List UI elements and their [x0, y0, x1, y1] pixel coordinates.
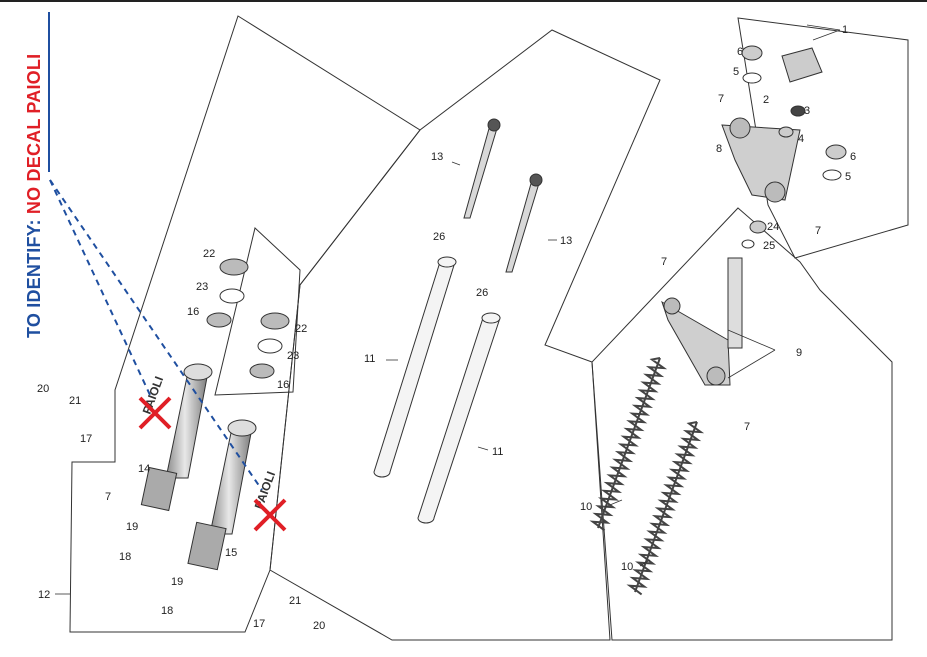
part-label: 23 — [287, 350, 299, 362]
part-label: 1 — [842, 24, 848, 36]
panel-left — [69, 15, 421, 633]
part-label: 7 — [744, 421, 750, 433]
part-label: 18 — [161, 605, 173, 617]
slider-left — [140, 363, 213, 512]
part-label: 11 — [492, 446, 503, 458]
cross-left — [138, 396, 172, 430]
leader-lines — [55, 24, 841, 595]
spring-coil — [626, 421, 705, 596]
part-label: 5 — [733, 66, 739, 78]
part-label: 9 — [796, 347, 802, 359]
part-label: 16 — [277, 379, 289, 391]
top-clamp — [721, 117, 801, 203]
part-label: 22 — [203, 248, 215, 260]
springs — [589, 357, 705, 596]
bottom-clamp — [661, 257, 743, 386]
decal-text-right: PAIOLI — [252, 469, 279, 511]
part-label: 6 — [850, 151, 856, 163]
part-label: 25 — [763, 240, 775, 252]
part-labels: 1234556677777891010111112131314151616171… — [37, 24, 856, 632]
part-label: 23 — [196, 281, 208, 293]
part-label: 7 — [661, 256, 667, 268]
top-hardware — [741, 45, 847, 249]
part-label: 17 — [80, 433, 92, 445]
part-label: 13 — [560, 235, 572, 247]
part-label: 26 — [476, 287, 488, 299]
top-rule — [0, 0, 927, 2]
part-label: 19 — [126, 521, 138, 533]
part-label: 7 — [105, 491, 111, 503]
part-label: 20 — [313, 620, 325, 632]
part-label: 3 — [804, 105, 810, 117]
identify-underline — [48, 12, 50, 172]
part-label: 26 — [433, 231, 445, 243]
part-label: 2 — [763, 94, 769, 106]
part-label: 11 — [364, 353, 375, 365]
panel-seals — [214, 227, 301, 396]
part-label: 22 — [295, 323, 307, 335]
part-label: 8 — [716, 143, 722, 155]
part-label: 4 — [798, 133, 804, 145]
part-label: 24 — [767, 221, 779, 233]
spring-coil — [589, 357, 668, 532]
panel-bottom-clamp — [591, 207, 893, 641]
callout-lines — [49, 179, 263, 491]
part-label: 7 — [815, 225, 821, 237]
damper-rods — [463, 118, 543, 273]
part-label: 6 — [737, 46, 743, 58]
cross-right — [253, 498, 287, 532]
seal-rings — [206, 258, 290, 379]
part-label: 16 — [187, 306, 199, 318]
no-decal-crosses — [138, 396, 287, 532]
part-label: 17 — [253, 618, 265, 630]
part-label: 10 — [580, 501, 592, 513]
part-label: 19 — [171, 576, 183, 588]
part-label: 12 — [38, 589, 50, 601]
part-label: 18 — [119, 551, 131, 563]
part-label: 21 — [69, 395, 81, 407]
part-label: 14 — [138, 463, 150, 475]
part-label: 21 — [289, 595, 301, 607]
inner-tubes — [373, 256, 501, 524]
part-label: 20 — [37, 383, 49, 395]
slider-right — [187, 419, 257, 571]
part-label: 5 — [845, 171, 851, 183]
part-label: 15 — [225, 547, 237, 559]
part-label: 13 — [431, 151, 443, 163]
part-label: 10 — [621, 561, 633, 573]
part-label: 7 — [718, 93, 724, 105]
panel-tubes — [269, 29, 661, 641]
